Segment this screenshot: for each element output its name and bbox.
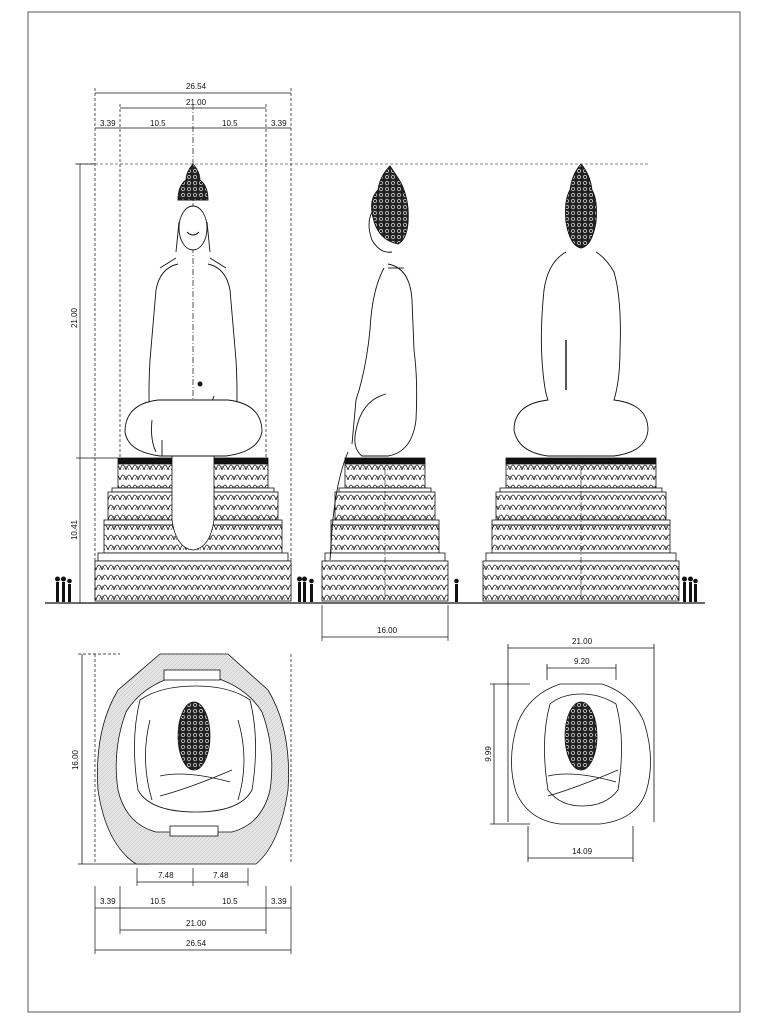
base-height: 10.41 [70, 519, 79, 540]
plan-half-right: 10.5 [222, 897, 238, 906]
plan-total-width: 26.54 [186, 939, 207, 948]
front-side-left: 3.39 [100, 119, 116, 128]
front-side-right: 3.39 [271, 119, 287, 128]
knee-left-label: 7.48 [158, 871, 174, 880]
side-base [321, 457, 449, 602]
plan-view [78, 653, 289, 865]
plan-bottom-dimensions [94, 654, 292, 954]
small-plan [490, 644, 655, 862]
front-base [94, 451, 292, 602]
scale-figures [55, 576, 698, 602]
small-head-label: 9.20 [574, 657, 590, 666]
knee-right-label: 7.48 [213, 871, 229, 880]
back-base [482, 457, 680, 602]
plan-side-right: 3.39 [271, 897, 287, 906]
side-depth-label: 16.00 [377, 626, 398, 635]
side-depth-dimension [321, 605, 449, 641]
plan-depth-label: 16.00 [71, 749, 80, 770]
front-half-right: 10.5 [222, 119, 238, 128]
front-top-dimensions [94, 88, 292, 600]
front-statue [124, 163, 263, 457]
back-statue [513, 163, 649, 457]
front-inner-width: 21.00 [186, 98, 207, 107]
plan-inner-width: 21.00 [186, 919, 207, 928]
sheet-frame [27, 11, 741, 1013]
small-depth-label: 9.99 [484, 746, 493, 762]
plan-side-left: 3.39 [100, 897, 116, 906]
plan-knee-dimensions [136, 868, 249, 886]
plan-half-left: 10.5 [150, 897, 166, 906]
small-width-label: 21.00 [572, 637, 593, 646]
front-total-width: 26.54 [186, 82, 207, 91]
small-seat-label: 14.09 [572, 847, 593, 856]
statue-height: 21.00 [70, 307, 79, 328]
side-statue [329, 165, 418, 561]
front-half-left: 10.5 [150, 119, 166, 128]
front-height-dimensions [76, 163, 118, 604]
